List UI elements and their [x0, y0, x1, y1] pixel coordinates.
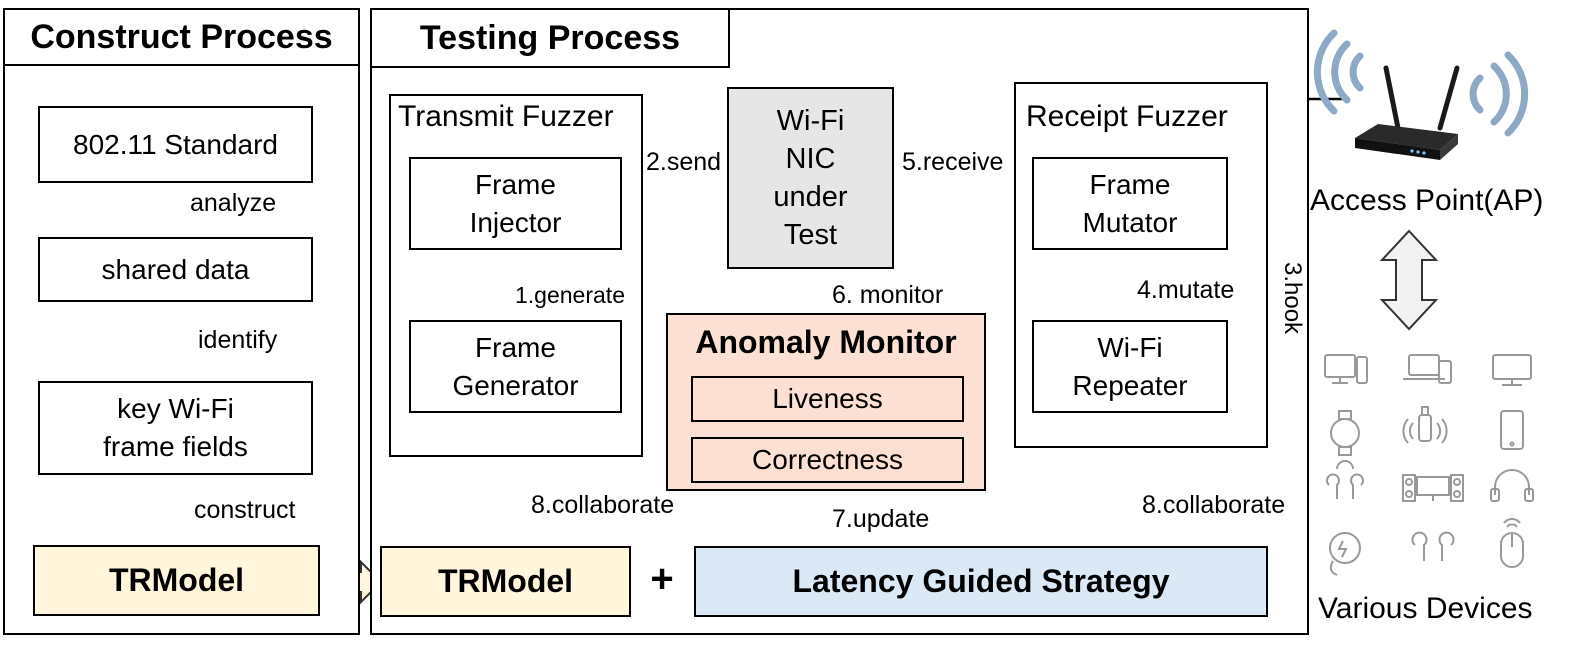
shared-data-box: shared data — [38, 237, 313, 302]
collaborate-left-label: 8.collaborate — [531, 491, 675, 519]
laptop-phone-icon — [1403, 354, 1452, 384]
trmodel-testing-box: TRModel — [380, 546, 631, 617]
trmodel-testing-label: TRModel — [437, 563, 574, 599]
router-icon — [1355, 65, 1460, 160]
generate-label: 1.generate — [515, 282, 625, 308]
wifi-waves-right-icon — [1469, 51, 1529, 137]
frame-injector-line2: Injector — [469, 206, 562, 238]
correctness-label: Correctness — [752, 444, 903, 475]
update-label: 7.update — [832, 505, 930, 533]
speaker-system-icon — [1402, 474, 1464, 502]
standard-box: 802.11 Standard — [38, 106, 313, 183]
nic-line4: Test — [783, 219, 838, 251]
wifi-repeater-line1: Wi-Fi — [1097, 331, 1163, 363]
latency-strategy-label: Latency Guided Strategy — [792, 563, 1170, 599]
frame-generator-line2: Generator — [452, 369, 579, 401]
frame-mutator-line1: Frame — [1089, 168, 1171, 200]
desktop-icon — [1324, 354, 1368, 384]
wireless-earbuds-icon — [1326, 460, 1364, 499]
mutate-label: 4.mutate — [1137, 276, 1235, 304]
earphones-icon — [1411, 531, 1455, 561]
frame-mutator-box: Frame Mutator — [1032, 157, 1228, 250]
frame-injector-line1: Frame — [475, 168, 556, 200]
arrow-ap-devices — [1379, 229, 1439, 331]
headphones-icon — [1490, 469, 1534, 502]
key-fields-box: key Wi-Fi frame fields — [38, 381, 313, 475]
receive-label: 5.receive — [902, 148, 1004, 176]
wifi-repeater-box: Wi-Fi Repeater — [1032, 320, 1228, 413]
nic-line3: under — [773, 181, 848, 213]
correctness-box: Correctness — [691, 437, 964, 483]
liveness-box: Liveness — [691, 376, 964, 422]
construct-label: construct — [194, 496, 296, 524]
liveness-label: Liveness — [772, 383, 883, 414]
mouse-icon — [1500, 518, 1524, 568]
nic-line2: NIC — [785, 143, 836, 175]
wireless-charger-icon — [1329, 532, 1361, 576]
trmodel-construct-box: TRModel — [33, 545, 320, 616]
collaborate-right-label: 8.collaborate — [1142, 491, 1286, 519]
frame-generator-line1: Frame — [475, 331, 556, 363]
wifi-waves-left-icon — [1313, 29, 1364, 115]
analyze-label: analyze — [190, 189, 277, 217]
nic-line1: Wi-Fi — [776, 105, 845, 137]
hook-label: 3.hook — [1279, 262, 1306, 335]
wifi-repeater-line2: Repeater — [1072, 369, 1188, 401]
monitor-label: 6. monitor — [832, 281, 944, 309]
monitor-icon — [1492, 354, 1532, 386]
frame-mutator-line2: Mutator — [1082, 206, 1178, 238]
devices-grid — [1324, 354, 1534, 576]
tablet-icon — [1500, 410, 1524, 450]
latency-strategy-box: Latency Guided Strategy — [694, 546, 1268, 617]
shared-data-label: shared data — [101, 253, 250, 285]
construct-process-panel — [3, 8, 360, 635]
various-devices-label: Various Devices — [1318, 592, 1533, 625]
usb-wifi-dongle-icon — [1402, 406, 1448, 444]
nic-under-test-box: Wi-Fi NIC under Test — [727, 87, 894, 269]
construct-process-title: Construct Process — [3, 8, 360, 66]
key-fields-line1: key Wi-Fi — [117, 393, 234, 424]
identify-label: identify — [198, 326, 278, 354]
plus-sign: + — [650, 556, 674, 601]
key-fields-line2: frame fields — [103, 431, 248, 462]
transmit-fuzzer-title: Transmit Fuzzer — [398, 100, 614, 133]
trmodel-construct-label: TRModel — [108, 562, 245, 598]
standard-label: 802.11 Standard — [73, 128, 278, 160]
anomaly-monitor-title: Anomaly Monitor — [695, 323, 957, 360]
frame-injector-box: Frame Injector — [409, 157, 622, 250]
frame-generator-box: Frame Generator — [409, 320, 622, 413]
access-point-label: Access Point(AP) — [1310, 184, 1544, 217]
smartwatch-icon — [1330, 410, 1360, 456]
send-label: 2.send — [646, 148, 722, 176]
testing-process-title: Testing Process — [370, 8, 730, 68]
receipt-fuzzer-title: Receipt Fuzzer — [1026, 100, 1228, 133]
